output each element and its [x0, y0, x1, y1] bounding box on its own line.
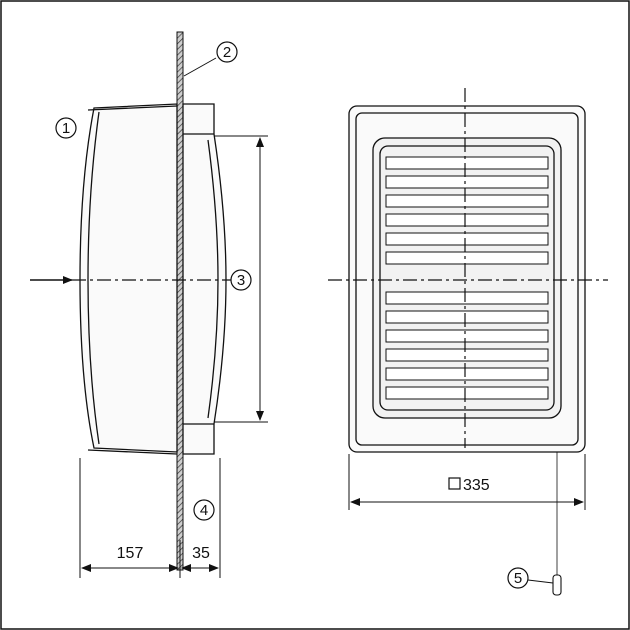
depth-dimension-text: 157 [117, 545, 144, 562]
flange-dimension-text: 35 [192, 545, 210, 562]
callout-3: 3 [230, 269, 252, 291]
grille-bottom-edge [87, 449, 178, 455]
width-dimension-text: 335 [463, 477, 490, 494]
callout-1-label: 1 [62, 120, 70, 137]
callout-5-leader [527, 579, 554, 584]
grille-top-edge [87, 105, 178, 111]
front-view [328, 88, 608, 596]
duct-body [182, 103, 227, 455]
callout-2-leader [183, 57, 217, 77]
outer-frame-inner-edge [355, 112, 579, 446]
grille-recess [372, 137, 562, 419]
side-view [30, 31, 268, 578]
callout-2-label: 2 [223, 44, 231, 61]
louvres [385, 156, 549, 400]
grille-body [79, 103, 178, 453]
grille-body-inner [87, 111, 100, 445]
callout-3-label: 3 [237, 272, 245, 289]
callout-5: 5 [507, 567, 529, 589]
square-symbol [448, 477, 461, 490]
grille-recess-inner [379, 145, 555, 411]
callout-4: 4 [193, 499, 215, 521]
wall-section [176, 31, 184, 571]
callout-4-label: 4 [200, 502, 208, 519]
pull-cord-handle [552, 574, 562, 596]
callout-2: 2 [216, 41, 238, 63]
callout-1: 1 [55, 117, 77, 139]
callout-5-label: 5 [514, 570, 522, 587]
